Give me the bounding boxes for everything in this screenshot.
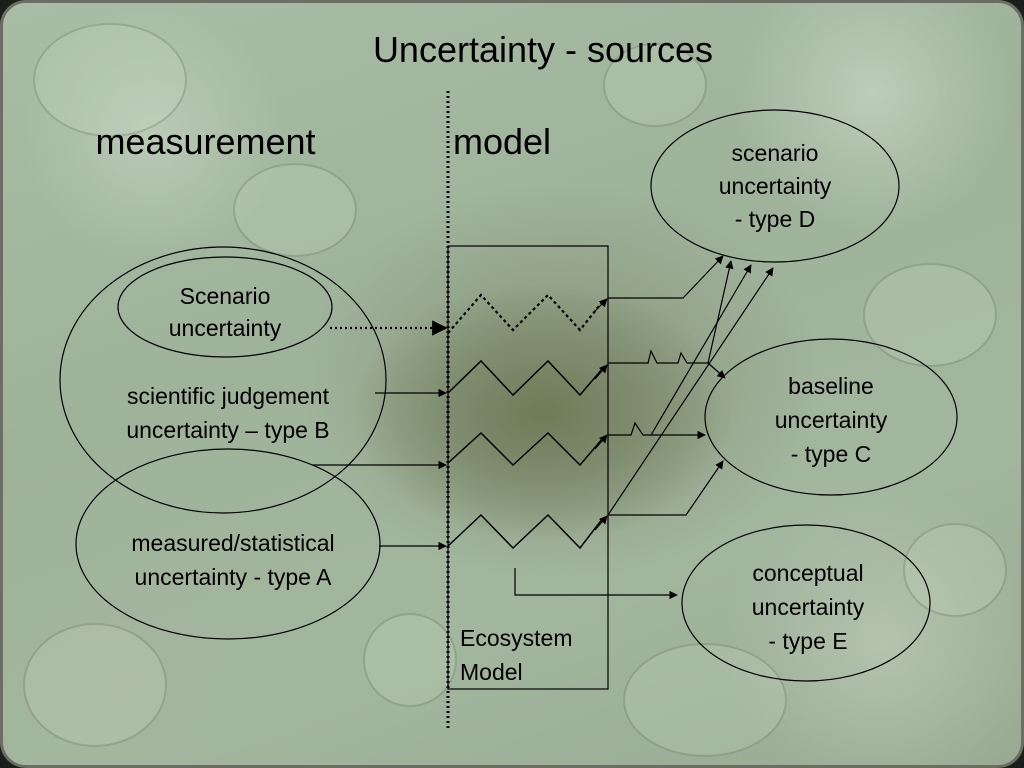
- background-cell: [903, 523, 1007, 617]
- zigzag-2: [447, 431, 604, 467]
- diagram-canvas: [59, 91, 958, 731]
- arrow-to-type-c-1: [707, 362, 726, 379]
- model-header: model: [453, 121, 552, 162]
- background-cell: [623, 643, 787, 757]
- scenario-inner-label: Scenario uncertainty: [168, 283, 282, 341]
- ecosystem-model-box: [447, 245, 609, 690]
- background-cell: [33, 23, 187, 137]
- zigzag-3: [447, 513, 604, 550]
- arrow-to-type-d-2: [608, 260, 734, 364]
- measured-statistical-ellipse: [75, 448, 381, 640]
- scenario-type-d-ellipse: [650, 109, 900, 263]
- background-cell: [603, 43, 707, 127]
- baseline-type-c-ellipse: [704, 338, 958, 496]
- arrow-zigzag2-end: [594, 434, 608, 450]
- scenario-type-d-label: scenario uncertainty - type D: [718, 140, 832, 232]
- background-cell: [233, 163, 357, 257]
- background-cell: [863, 263, 997, 367]
- ecosystem-model-label: Ecosystem Model: [460, 625, 573, 685]
- scientific-judgement-label: scientific judgement uncertainty – type …: [126, 383, 330, 443]
- arrow-to-type-e: [514, 568, 678, 600]
- conceptual-type-e-label: conceptual uncertainty - type E: [751, 560, 865, 654]
- zigzag-scenario: [447, 293, 604, 334]
- background-cell: [363, 613, 457, 707]
- conceptual-type-e-ellipse: [681, 524, 931, 682]
- slide-title: Uncertainty - sources: [372, 29, 714, 70]
- arrow-zigzag3-end: [594, 515, 608, 531]
- measurement-header: measurement: [95, 121, 316, 162]
- arrow-to-type-d-1: [608, 255, 724, 299]
- background-cell: [23, 623, 167, 747]
- measured-statistical-label: measured/statistical uncertainty - type …: [131, 530, 335, 590]
- scientific-judgement-ellipse: [59, 246, 387, 514]
- scenario-inner-ellipse: [117, 256, 333, 358]
- arrow-zigzag-scenario-end: [592, 298, 608, 314]
- arrow-zigzag1-end: [594, 364, 608, 380]
- zigzag-1: [447, 359, 604, 397]
- baseline-type-c-label: baseline uncertainty - type C: [774, 373, 888, 467]
- arrow-to-type-d-4: [607, 267, 774, 516]
- arrow-to-type-d-3: [608, 264, 752, 436]
- arrow-to-type-c-3: [608, 460, 724, 516]
